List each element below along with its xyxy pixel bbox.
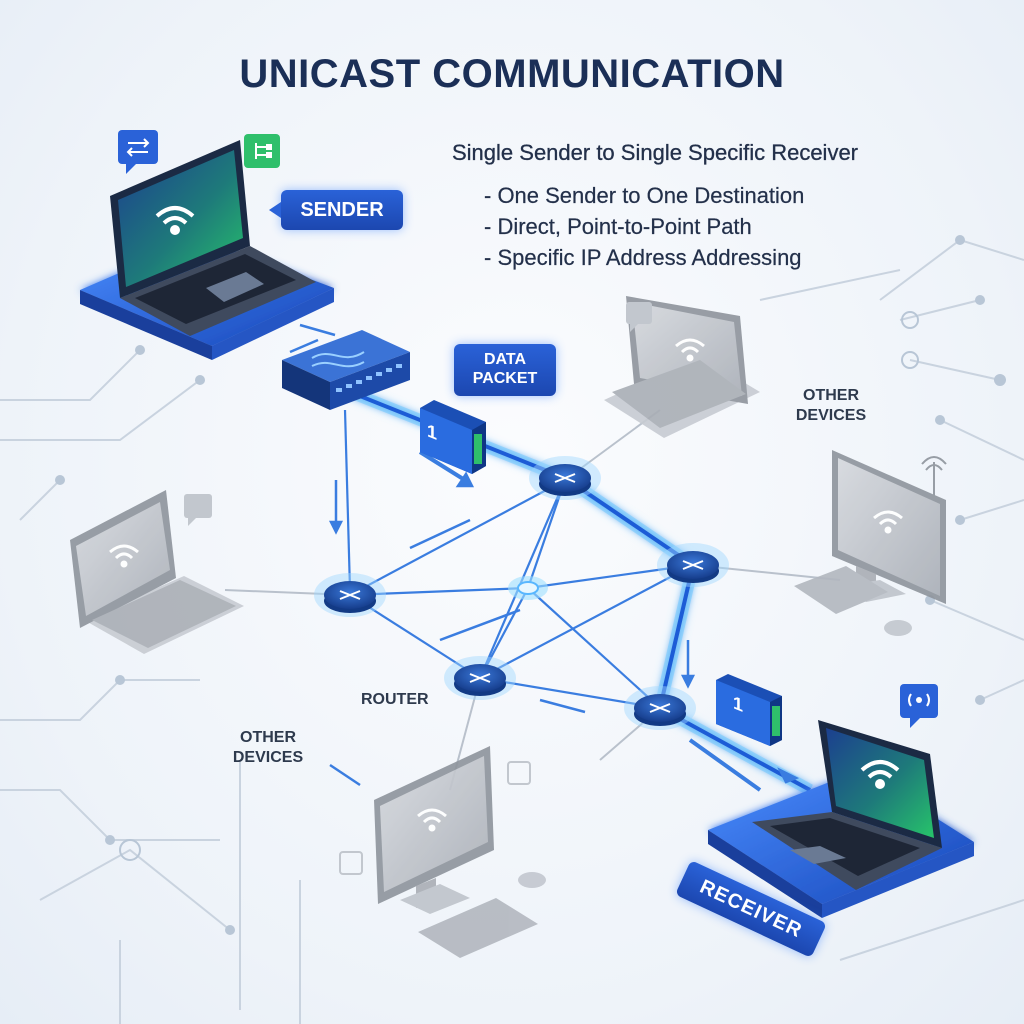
other-devices-label-right-line2: DEVICES (795, 407, 867, 424)
other-device-desktop-right (794, 450, 947, 636)
network-share-icon (244, 134, 280, 168)
feature-list: - One Sender to One Destination - Direct… (484, 180, 805, 273)
router-right (657, 543, 729, 587)
other-devices-label-left: OTHER DEVICES (226, 728, 310, 768)
small-gray-icons (339, 761, 531, 875)
other-device-desktop-bottom (374, 746, 546, 958)
other-devices-label-left-line2: DEVICES (232, 749, 304, 766)
feature-item: - Specific IP Address Addressing (484, 245, 802, 270)
network-switch (282, 330, 410, 410)
other-devices-label-right: OTHER DEVICES (790, 386, 872, 426)
wifi-icon (860, 760, 900, 789)
router-left (314, 573, 386, 617)
data-packet-label: DATA PACKET (454, 344, 556, 396)
sender-label: SENDER (269, 190, 403, 230)
other-device-laptop-left (70, 490, 244, 654)
packet-number: 1 (733, 691, 744, 717)
hub-node (508, 576, 548, 600)
page-title: UNICAST COMMUNICATION (239, 52, 785, 96)
router-nodes (314, 456, 729, 730)
chat-icon-gray (184, 494, 212, 526)
router-exit (624, 686, 696, 730)
router-bottom (444, 656, 516, 700)
other-devices-label-left-line1: OTHER (240, 729, 296, 746)
circuit-nodes (55, 235, 1006, 935)
sender-laptop (80, 140, 334, 360)
packet-number: 1 (427, 419, 438, 445)
receiver-laptop (708, 720, 974, 918)
router-label: ROUTER (361, 691, 429, 708)
other-device-laptop-top (604, 296, 760, 438)
feature-item: - One Sender to One Destination (484, 183, 805, 208)
data-packet-2 (716, 674, 782, 746)
chat-icon-gray (626, 302, 652, 332)
feature-item: - Direct, Point-to-Point Path (484, 214, 752, 239)
data-packet-label-line2: PACKET (472, 370, 538, 387)
subtitle: Single Sender to Single Specific Receive… (452, 140, 859, 165)
signal-icon (900, 684, 938, 728)
direction-arrows (289, 323, 800, 792)
router-top (529, 456, 601, 500)
circuit-background (0, 238, 1024, 1024)
data-packet-label-line1: DATA (483, 351, 527, 368)
other-devices-label-right-line1: OTHER (803, 387, 859, 404)
data-packet (420, 400, 486, 474)
wifi-icon (155, 206, 195, 235)
transfer-icon (118, 130, 158, 174)
